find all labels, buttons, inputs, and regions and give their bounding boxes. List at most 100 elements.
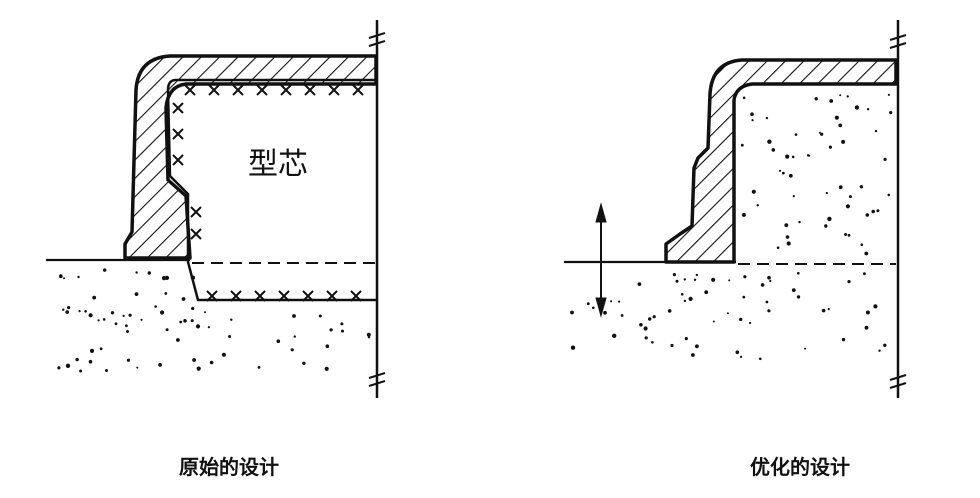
- sand-dot: [637, 282, 642, 286]
- sand-dot: [691, 353, 695, 357]
- coating-cross: [254, 290, 266, 302]
- sand-dot: [712, 320, 715, 323]
- sand-dot: [89, 348, 95, 353]
- sand-dot: [67, 306, 71, 310]
- sand-dot: [165, 328, 169, 332]
- sand-dot: [814, 97, 818, 101]
- sand-dot: [804, 347, 807, 350]
- sand-dot: [750, 112, 754, 116]
- sand-dot: [209, 360, 214, 365]
- sand-dot: [176, 338, 180, 342]
- sand-dot: [865, 213, 870, 217]
- sand-dot: [228, 335, 232, 338]
- sand-dots: [570, 93, 893, 361]
- sand-dot: [179, 320, 183, 324]
- sand-dot: [140, 318, 143, 321]
- sand-dot: [672, 273, 677, 277]
- sand-dot: [65, 310, 69, 314]
- sand-dot: [688, 296, 693, 301]
- sand-dot: [181, 297, 186, 301]
- sand-dot: [329, 328, 333, 332]
- sand-dot: [204, 311, 206, 314]
- sand-dot: [62, 308, 65, 311]
- sand-dot: [788, 173, 793, 178]
- sand-dot: [818, 131, 821, 134]
- sand-dot: [75, 357, 79, 362]
- sand-dot: [786, 241, 791, 246]
- sand-dot: [126, 358, 130, 362]
- sand-dot: [742, 295, 746, 299]
- sand-dot: [191, 306, 195, 311]
- sand-dot: [84, 310, 87, 313]
- sand-dot: [839, 94, 842, 97]
- sand-dot: [367, 336, 371, 339]
- sand-dot: [164, 292, 168, 295]
- sand-dot: [704, 290, 709, 295]
- sand-dot: [866, 108, 870, 111]
- sand-dot: [889, 111, 893, 115]
- sand-dot: [845, 204, 851, 209]
- sand-dot: [325, 344, 330, 349]
- sand-dot: [841, 337, 846, 342]
- sand-dot: [88, 359, 93, 364]
- sand-dot: [651, 341, 654, 344]
- sand-dot: [883, 343, 887, 347]
- coating-cross: [302, 290, 314, 302]
- sand-dot: [652, 315, 656, 319]
- sand-dot: [158, 363, 163, 367]
- sand-dot: [586, 302, 590, 306]
- sand-dot: [79, 369, 83, 373]
- sand-dot: [739, 317, 743, 322]
- sand-dot: [776, 246, 780, 249]
- sand-dot: [751, 119, 754, 122]
- sand-dot: [827, 216, 832, 222]
- sand-dot: [618, 300, 621, 303]
- sand-dot: [838, 123, 843, 128]
- sand-dot: [221, 352, 226, 357]
- sand-dot: [791, 288, 796, 292]
- sand-dots: [57, 268, 371, 373]
- sand-dot: [105, 369, 108, 372]
- sand-dot: [683, 299, 687, 303]
- sand-dot: [865, 310, 870, 315]
- sand-dot: [827, 308, 830, 311]
- sand-dot: [620, 314, 624, 317]
- coating-cross: [328, 84, 340, 96]
- coating-cross: [304, 84, 316, 96]
- coating-cross: [184, 84, 196, 96]
- sand-dot: [341, 329, 344, 333]
- coating-cross: [278, 290, 290, 302]
- coating-cross: [256, 84, 268, 96]
- sand-dot: [126, 330, 129, 333]
- coating-cross: [230, 290, 242, 302]
- sand-dot: [887, 93, 891, 96]
- sand-dot: [883, 157, 887, 161]
- sand-dot: [806, 154, 810, 157]
- sand-dot: [874, 129, 878, 133]
- sand-dot: [302, 361, 306, 365]
- sand-dot: [102, 318, 106, 321]
- coating-cross: [326, 290, 338, 302]
- sand-dot: [742, 96, 746, 100]
- sand-dot: [110, 311, 115, 315]
- sand-dot: [99, 347, 103, 351]
- sand-dot: [726, 312, 729, 315]
- core-outline: [166, 78, 376, 302]
- sand-dot: [847, 280, 851, 284]
- sand-dot: [58, 274, 63, 279]
- sand-dot: [318, 314, 322, 318]
- sand-dot: [648, 317, 652, 321]
- sand-dot: [860, 243, 864, 246]
- sand-dot: [164, 275, 170, 280]
- sand-dot: [796, 295, 801, 299]
- coating-cross: [172, 128, 184, 140]
- sand-dot: [824, 224, 828, 228]
- sand-dot: [785, 235, 790, 239]
- sand-dot: [570, 345, 576, 350]
- mould-sand-region: [48, 262, 378, 378]
- sand-dot: [65, 363, 71, 368]
- break-marks: [368, 32, 386, 387]
- sand-dot: [192, 358, 197, 362]
- sand-dot: [190, 319, 194, 323]
- sand-dot: [136, 366, 139, 369]
